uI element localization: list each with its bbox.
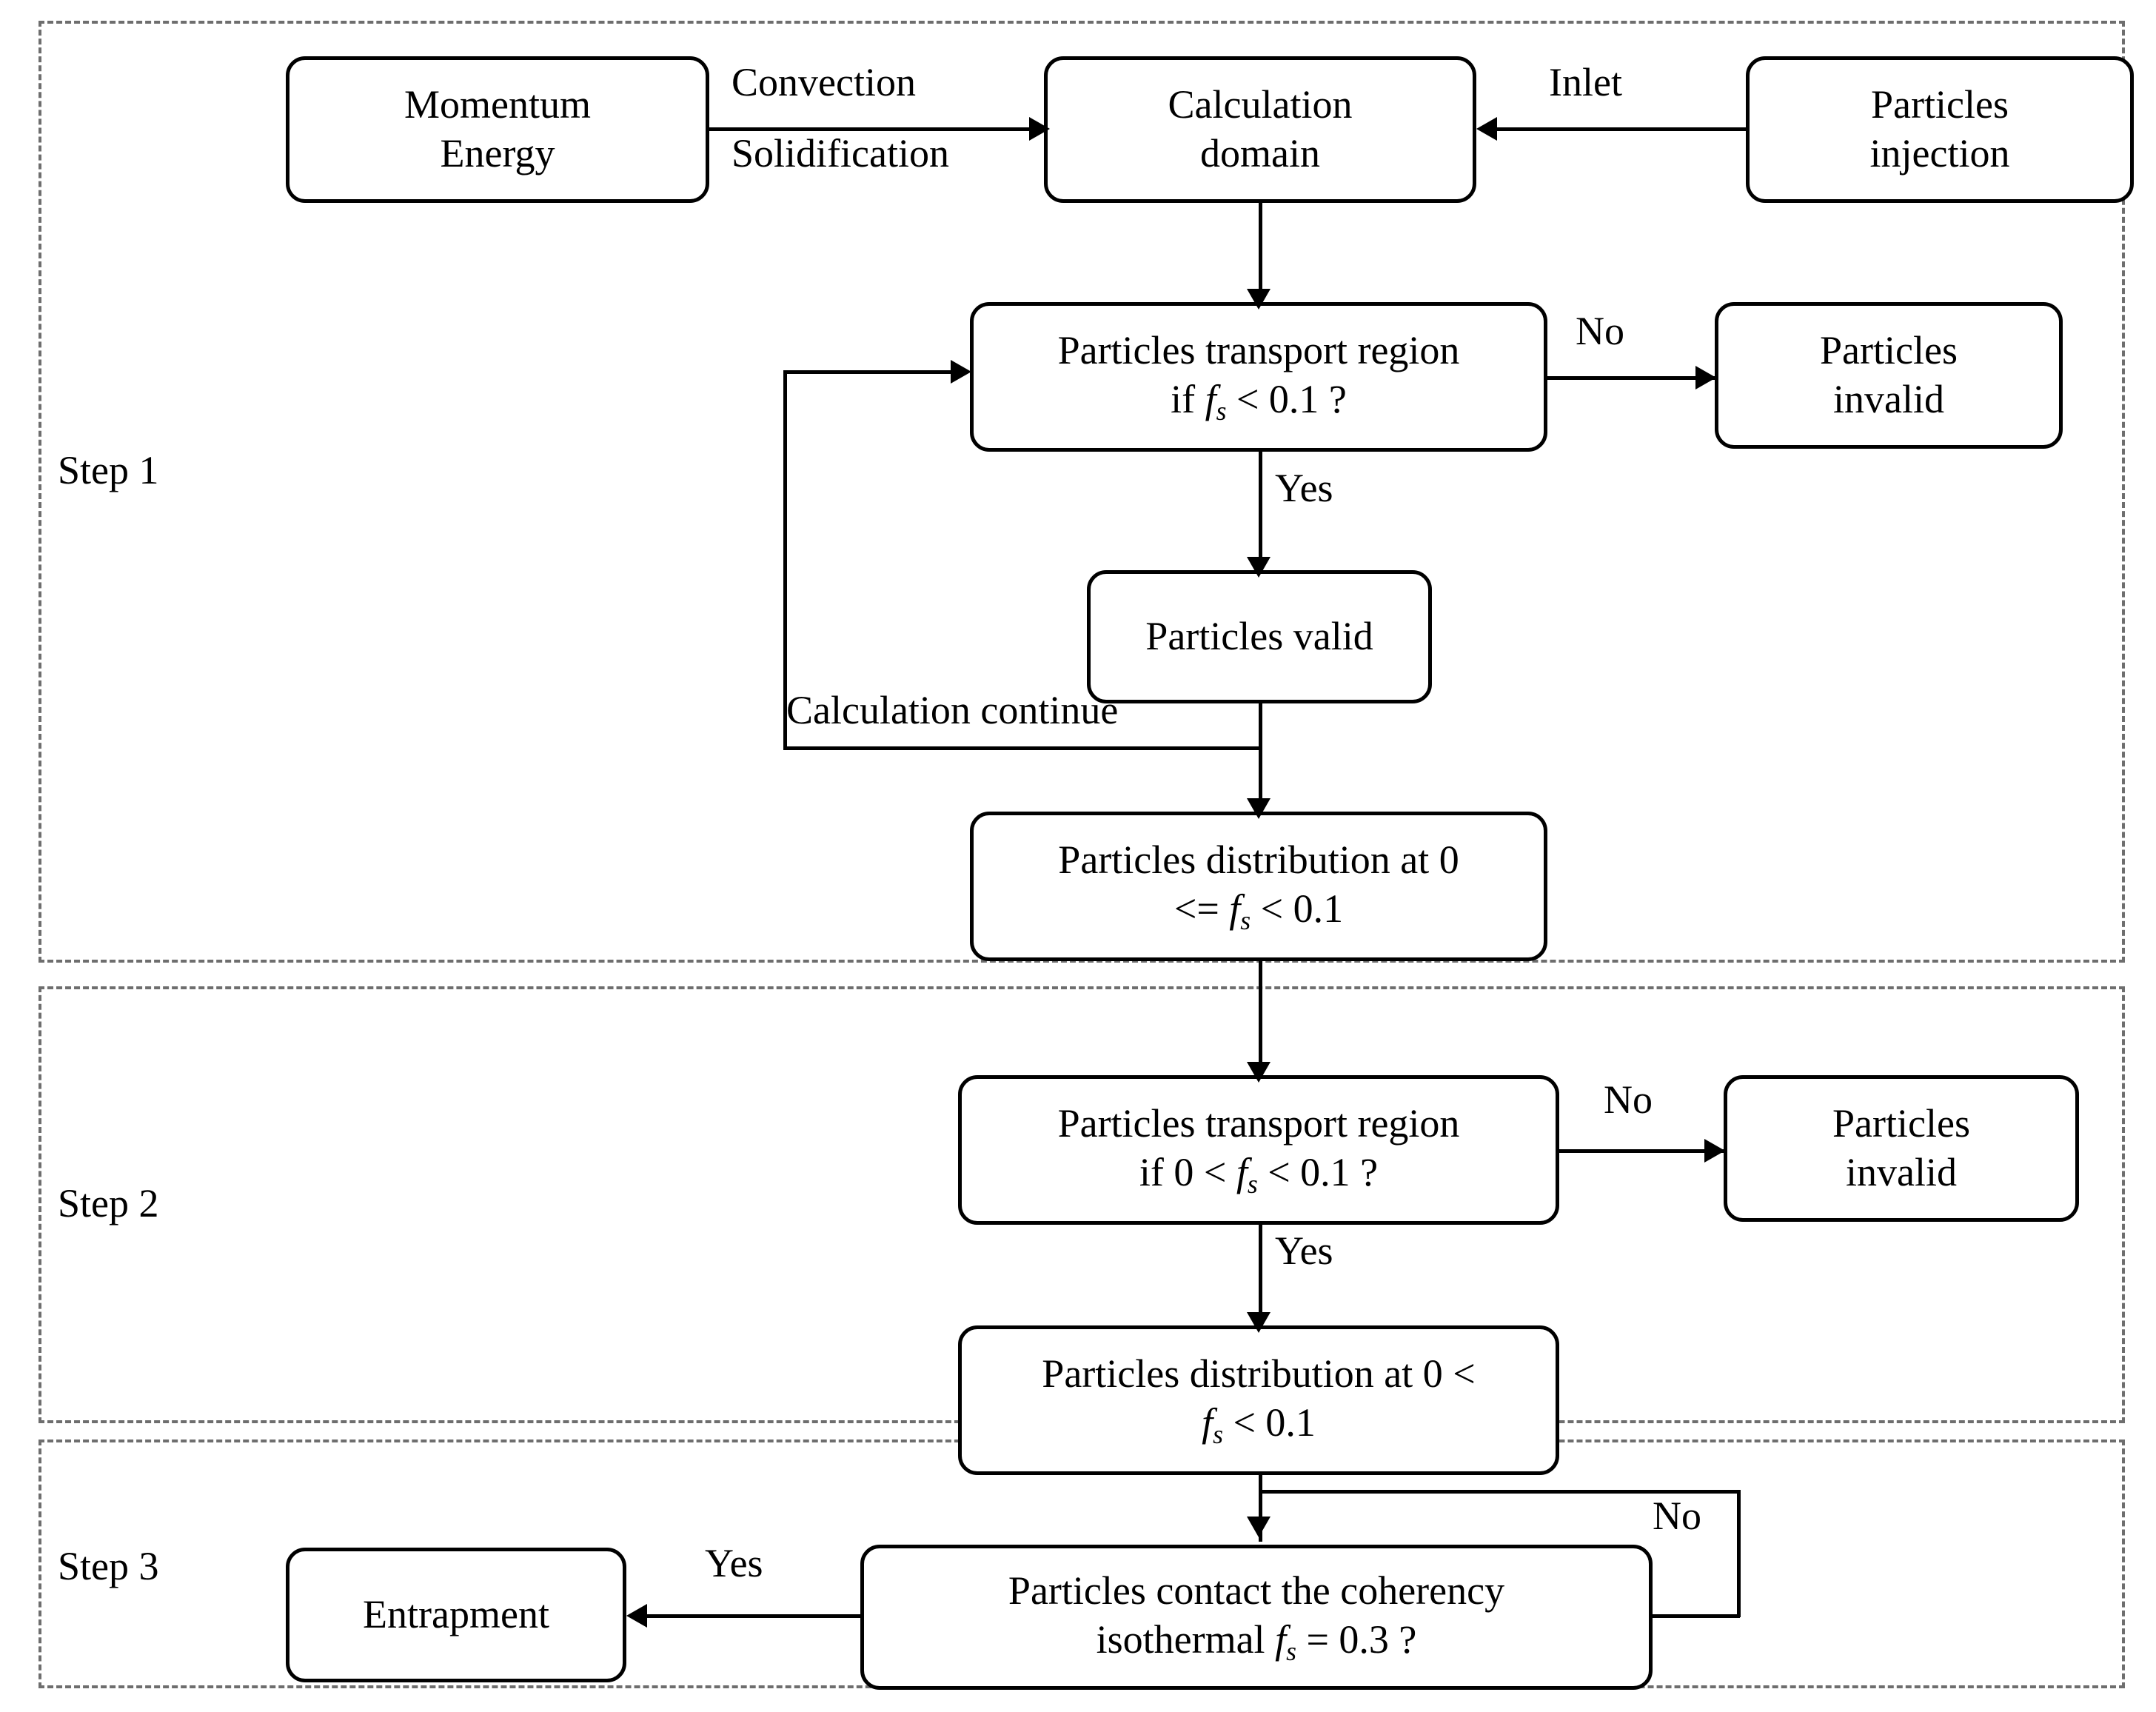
arrowhead-transport2-to-distribution2 (1247, 1312, 1270, 1333)
node-distribution-1-condition: <= fs < 0.1 (1174, 886, 1344, 935)
node-particles-invalid-1-text: Particles invalid (1820, 328, 1958, 421)
edge-label-yes-2: Yes (1275, 1228, 1333, 1273)
node-transport-region-2-condition: if 0 < fs < 0.1 ? (1139, 1149, 1379, 1199)
node-particles-valid[interactable]: Particles valid (1087, 570, 1432, 703)
arrowhead-valid-to-distribution1 (1247, 798, 1270, 819)
connector-transport2-to-invalid2 (1559, 1149, 1724, 1153)
arrowhead-coherency-to-entrapment (626, 1604, 647, 1628)
connector-injection-to-domain (1496, 127, 1747, 131)
arrowhead-loop-into-transport1 (951, 360, 971, 384)
step-1-label: Step 1 (58, 448, 159, 492)
connector-loop-into-transport1 (783, 370, 954, 374)
step-3-label: Step 3 (58, 1544, 159, 1588)
connector-distribution2-to-coherency (1259, 1475, 1262, 1542)
node-entrapment-text: Entrapment (363, 1592, 549, 1637)
arrowhead-distribution2-to-coherency (1247, 1517, 1270, 1537)
edge-label-convection: Convection (732, 60, 916, 104)
arrowhead-domain-to-transport1 (1247, 289, 1270, 310)
node-transport-region-2-text: Particles transport region if 0 < fs < 0… (1058, 1100, 1460, 1200)
node-distribution-1-text: Particles distribution at 0 <= fs < 0.1 (1058, 836, 1459, 937)
edge-label-yes-3: Yes (705, 1541, 763, 1585)
connector-coherency-no-up (1737, 1490, 1741, 1617)
connector-transport1-to-invalid1 (1547, 376, 1715, 380)
connector-coherency-no-out (1651, 1614, 1740, 1618)
connector-distribution1-to-transport2 (1259, 961, 1262, 1071)
edge-label-no-1: No (1576, 309, 1624, 353)
node-transport-region-1[interactable]: Particles transport region if fs < 0.1 ? (970, 302, 1547, 452)
arrowhead-momentum-to-domain (1029, 117, 1050, 141)
node-particles-injection-text: Particles injection (1869, 82, 2010, 175)
step-1-container (38, 21, 2125, 963)
connector-valid-to-distribution1 (1259, 703, 1262, 807)
edge-label-no-3: No (1653, 1494, 1701, 1538)
connector-transport1-to-valid (1259, 452, 1262, 564)
connector-transport2-to-distribution2 (1259, 1225, 1262, 1321)
edge-label-calculation-continue: Calculation continue (786, 688, 1119, 732)
node-particles-invalid-1[interactable]: Particles invalid (1715, 302, 2063, 449)
node-transport-region-2[interactable]: Particles transport region if 0 < fs < 0… (958, 1075, 1559, 1225)
node-distribution-2[interactable]: Particles distribution at 0 < fs < 0.1 (958, 1325, 1559, 1475)
step-2-label: Step 2 (58, 1181, 159, 1226)
connector-momentum-to-domain (709, 127, 1050, 131)
node-calculation-domain-text: Calculation domain (1168, 82, 1353, 175)
node-transport-region-1-condition: if fs < 0.1 ? (1171, 376, 1347, 426)
arrowhead-distribution1-to-transport2 (1247, 1062, 1270, 1083)
node-particles-injection[interactable]: Particles injection (1746, 56, 2134, 203)
node-distribution-2-text: Particles distribution at 0 < fs < 0.1 (1042, 1350, 1475, 1451)
connector-domain-to-transport1 (1259, 203, 1262, 296)
node-particles-invalid-2[interactable]: Particles invalid (1724, 1075, 2079, 1222)
node-particles-valid-text: Particles valid (1145, 614, 1373, 659)
node-coherency-check[interactable]: Particles contact the coherency isotherm… (860, 1545, 1653, 1690)
edge-label-yes-1: Yes (1275, 466, 1333, 510)
connector-loop-left (783, 746, 1262, 750)
connector-coherency-no-back (1259, 1490, 1740, 1494)
node-calculation-domain[interactable]: Calculation domain (1044, 56, 1476, 203)
edge-label-inlet: Inlet (1549, 60, 1622, 104)
node-coherency-check-condition: isothermal fs = 0.3 ? (1096, 1616, 1417, 1666)
connector-loop-up (783, 370, 787, 749)
node-particles-invalid-2-text: Particles invalid (1832, 1101, 1970, 1194)
node-momentum-energy[interactable]: Momentum Energy (286, 56, 709, 203)
arrowhead-injection-to-domain (1476, 117, 1497, 141)
node-momentum-energy-text: Momentum Energy (404, 82, 591, 175)
node-distribution-1[interactable]: Particles distribution at 0 <= fs < 0.1 (970, 812, 1547, 961)
arrowhead-transport1-to-valid (1247, 557, 1270, 578)
node-distribution-2-condition: fs < 0.1 (1202, 1400, 1316, 1449)
arrowhead-transport1-to-invalid1 (1695, 366, 1716, 389)
node-coherency-check-text: Particles contact the coherency isotherm… (1008, 1567, 1504, 1668)
node-transport-region-1-text: Particles transport region if fs < 0.1 ? (1058, 327, 1460, 427)
edge-label-no-2: No (1604, 1077, 1653, 1122)
node-entrapment[interactable]: Entrapment (286, 1548, 626, 1682)
arrowhead-transport2-to-invalid2 (1704, 1139, 1725, 1163)
edge-label-solidification: Solidification (732, 131, 949, 175)
connector-coherency-to-entrapment (644, 1614, 862, 1618)
